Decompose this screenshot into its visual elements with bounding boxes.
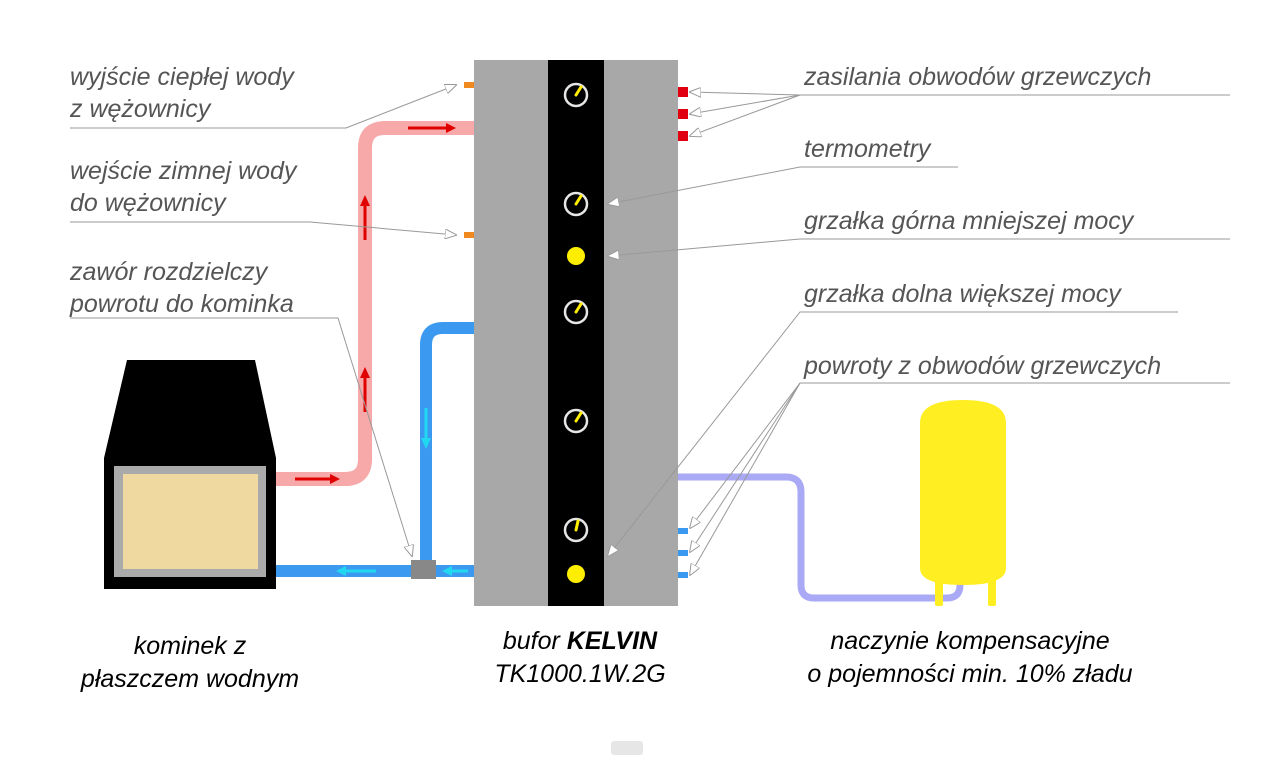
label-hot-water-out: wyjście ciepłej wody z wężownicy — [70, 61, 294, 125]
label-upper-heater: grzałka górna mniejszej mocy — [804, 207, 1134, 235]
thermometer-gauge — [563, 408, 589, 434]
leader-return-circuits — [690, 382, 801, 552]
label-thermometers: termometry — [804, 135, 931, 163]
label-line: powrotu do kominka — [70, 290, 294, 318]
leader-hot-water-out — [70, 85, 456, 129]
expansion-pipe — [678, 473, 964, 602]
flow-arrows — [295, 123, 468, 576]
flow-arrow-cyan — [442, 566, 468, 576]
supply-connector-3 — [678, 131, 688, 141]
tank-center-stripe — [548, 60, 604, 606]
leader-thermometers — [608, 166, 958, 204]
lower-heater — [567, 565, 585, 583]
caption-line: o pojemności min. 10% zładu — [807, 660, 1133, 688]
leader-return-circuits — [690, 382, 801, 575]
leader-supply-circuits — [690, 94, 801, 136]
label-line: do wężownicy — [70, 189, 226, 217]
fireplace-window — [123, 474, 258, 569]
label-line: z wężownicy — [70, 95, 211, 123]
leader-lower-heater — [608, 311, 1178, 556]
caption-fireplace: kominek z płaszczem wodnym — [40, 630, 340, 696]
upper-heater — [567, 247, 585, 265]
caption-line: kominek z — [133, 632, 247, 660]
label-cold-water-in: wejście zimnej wody do wężownicy — [70, 155, 296, 219]
label-line: wyjście ciepłej wody — [70, 63, 294, 91]
thermometer-gauge — [563, 191, 589, 217]
supply-connector-2 — [678, 109, 688, 119]
label-lower-heater: grzałka dolna większej mocy — [804, 280, 1121, 308]
supply-connector-1 — [678, 87, 688, 97]
hot-supply-pipe — [276, 121, 474, 486]
return-connector-2 — [678, 550, 688, 556]
distribution-valve — [411, 560, 436, 579]
flow-arrow-red — [295, 474, 340, 484]
cold-return-pipe-vertical — [420, 322, 474, 566]
coil-outlet-connector — [464, 82, 474, 88]
caption-line: bufor KELVIN — [430, 625, 730, 658]
return-connector-1 — [678, 528, 688, 534]
flow-arrow-red — [360, 195, 370, 240]
return-connector-3 — [678, 572, 688, 578]
leader-return-valve — [70, 317, 412, 556]
caption-buffer: bufor KELVIN TK1000.1W.2G — [430, 625, 730, 691]
leader-upper-heater — [608, 238, 1230, 256]
label-line: zawór rozdzielczy — [70, 258, 268, 286]
fireplace — [104, 360, 276, 589]
buffer-model: TK1000.1W.2G — [494, 660, 666, 688]
thermometer-gauge — [563, 82, 589, 108]
flow-arrow-red — [408, 123, 456, 133]
buffer-prefix: bufor — [502, 627, 560, 655]
label-supply-circuits: zasilania obwodów grzewczych — [804, 63, 1152, 91]
label-return-circuits: powroty z obwodów grzewczych — [804, 352, 1162, 380]
caption-vessel: naczynie kompensacyjne o pojemności min.… — [760, 625, 1180, 691]
label-return-valve: zawór rozdzielczy powrotu do kominka — [70, 256, 294, 320]
flow-arrow-cyan — [336, 566, 376, 576]
thermometer-gauge — [563, 299, 589, 325]
caption-line: naczynie kompensacyjne — [830, 627, 1110, 655]
caption-line: płaszczem wodnym — [80, 665, 300, 693]
expansion-vessel — [920, 400, 1006, 606]
leader-supply-circuits — [690, 94, 801, 114]
leader-lines — [70, 85, 1230, 575]
buffer-brand: KELVIN — [566, 627, 658, 655]
label-line: wejście zimnej wody — [70, 157, 297, 185]
coil-inlet-connector — [464, 232, 474, 238]
thermometer-gauge — [563, 517, 589, 543]
flow-arrow-cyan — [421, 408, 431, 449]
leader-cold-water-in — [70, 221, 456, 235]
footer-mark — [611, 741, 643, 755]
